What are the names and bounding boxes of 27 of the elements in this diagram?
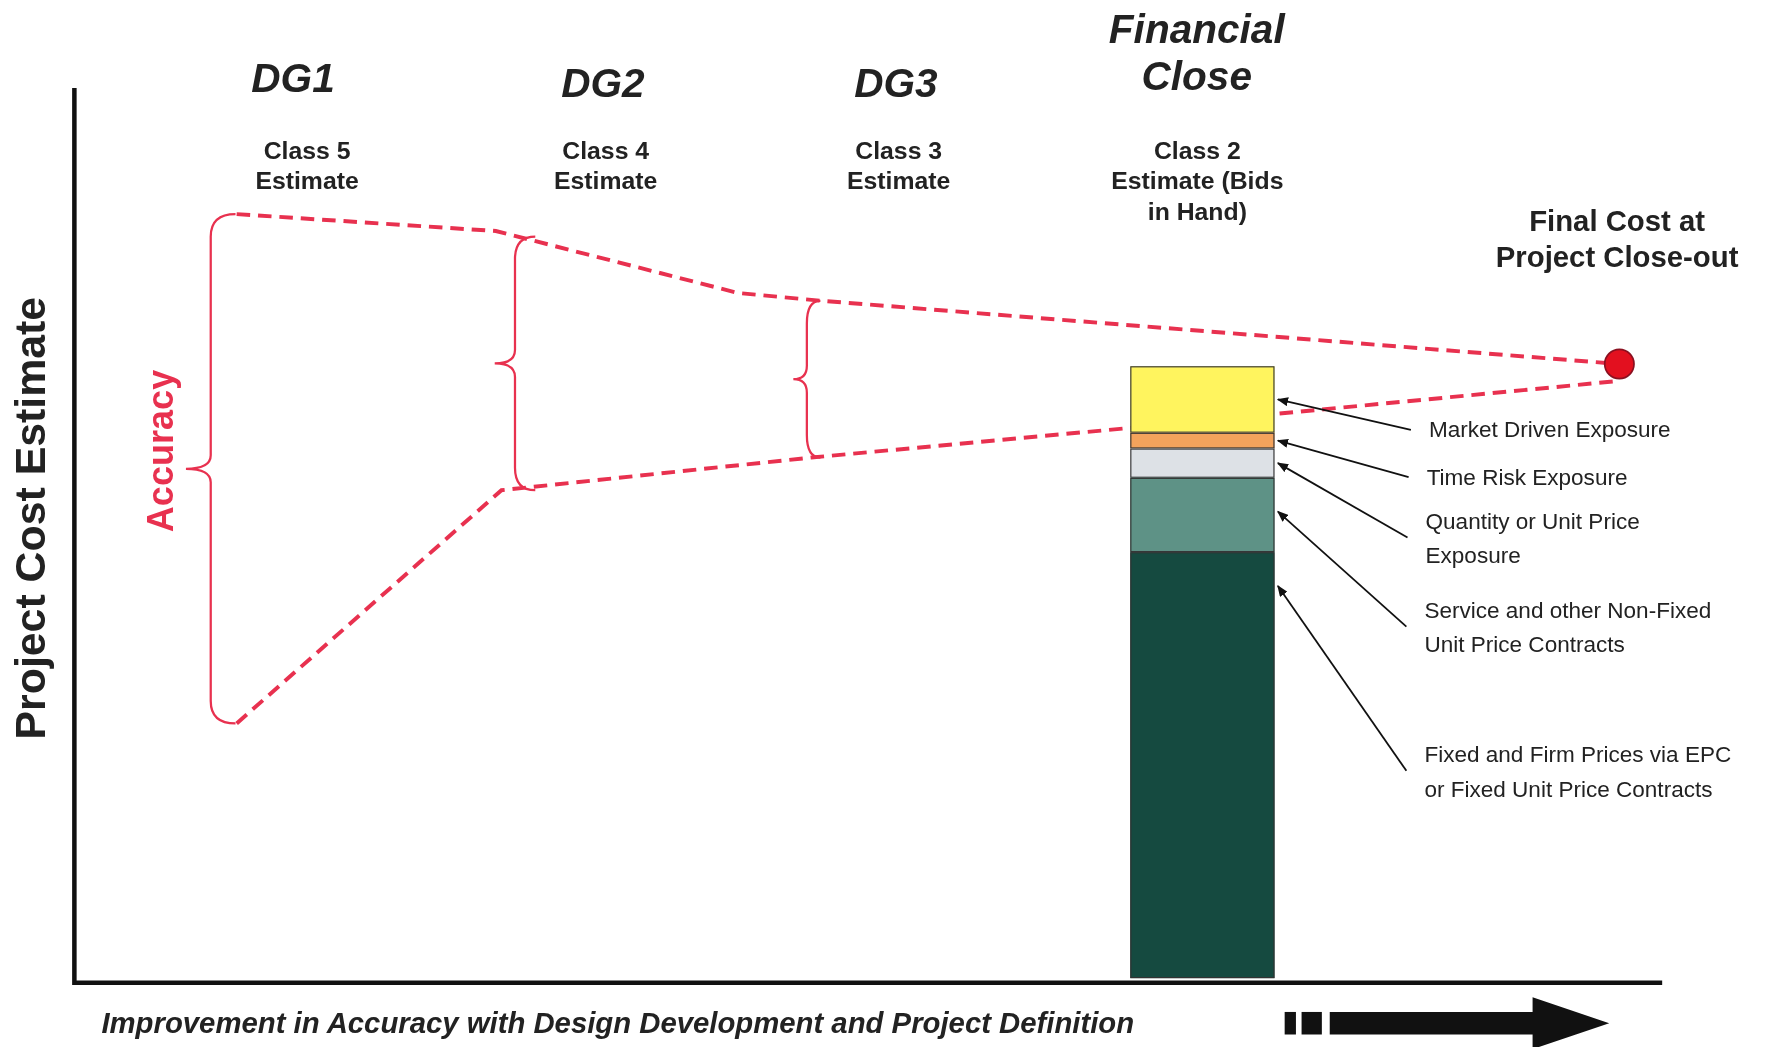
leader-label: Time Risk Exposure [1426,459,1740,495]
bar-segment [1130,432,1275,449]
leader-label: Fixed and Firm Prices via EPC or Fixed Unit Price Contracts [1424,737,1738,807]
leader-label: Market Driven Exposure [1428,412,1743,448]
bar-segment [1130,448,1275,478]
leader-line [1276,397,1412,431]
estimate-class-label: Class 4 Estimate [553,135,659,197]
milestone-heading: DG1 [250,54,336,103]
leader-label: Quantity or Unit Price Exposure [1425,503,1739,574]
final-cost-label: Final Cost at Project Close-out [1494,202,1740,275]
leader-line [1276,462,1409,539]
bar-segment [1130,366,1275,433]
accuracy-label: Accuracy [139,368,183,534]
y-axis-title: Project Cost Estimate [6,296,56,742]
bar-segment [1130,552,1275,979]
milestone-heading: DG3 [853,58,939,108]
leader-line [1276,439,1410,479]
milestone-heading: Financial Close [1107,5,1287,101]
estimate-class-label: Class 5 Estimate [254,135,360,197]
x-axis-title: Improvement in Accuracy with Design Development and Project Definition [101,1006,1136,1042]
estimate-class-label: Class 2 Estimate (Bids in Hand) [1110,135,1285,227]
leader-label: Service and other Non-Fixed Unit Price Contracts [1424,592,1738,663]
leader-line [1277,510,1408,628]
estimate-class-label: Class 3 Estimate [846,135,952,197]
bar-segment [1130,477,1275,553]
milestone-heading: DG2 [560,58,646,108]
leader-line [1277,585,1408,772]
